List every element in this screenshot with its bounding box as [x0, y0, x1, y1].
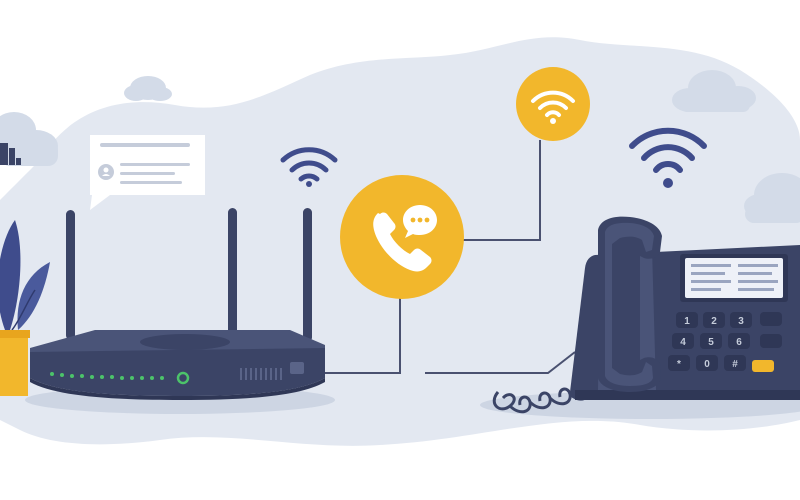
wifi-icon [516, 67, 590, 141]
function-key[interactable] [760, 334, 782, 348]
svg-text:4: 4 [680, 337, 686, 348]
key-2[interactable]: 2 [703, 312, 725, 328]
svg-text:*: * [677, 359, 681, 370]
key-1[interactable]: 1 [676, 312, 698, 328]
router [30, 208, 325, 400]
key-hash[interactable]: # [724, 355, 746, 371]
wifi-icon [280, 147, 338, 187]
svg-text:6: 6 [736, 337, 742, 348]
svg-text:5: 5 [708, 337, 714, 348]
key-5[interactable]: 5 [700, 333, 722, 349]
plant-pot [0, 330, 28, 396]
phone-handset[interactable] [598, 216, 662, 392]
function-key[interactable] [760, 312, 782, 326]
phone-display [680, 254, 788, 302]
router-status-leds [50, 372, 164, 380]
desk-phone: 1 2 3 4 5 6 * [570, 216, 800, 400]
router-antenna [228, 208, 237, 336]
key-4[interactable]: 4 [672, 333, 694, 349]
router-antenna [303, 208, 312, 342]
plant-icon [0, 220, 50, 396]
svg-text:2: 2 [711, 316, 717, 327]
cloud-icon [0, 112, 58, 166]
message-bubble-icon [90, 135, 205, 210]
phone-keypad: 1 2 3 4 5 6 * [668, 312, 782, 372]
key-6[interactable]: 6 [728, 333, 750, 349]
cloud-icon [672, 70, 756, 112]
router-antenna [66, 210, 75, 340]
svg-text:1: 1 [684, 316, 690, 327]
svg-text:0: 0 [704, 359, 710, 370]
action-key[interactable] [752, 360, 774, 372]
key-0[interactable]: 0 [696, 355, 718, 371]
svg-text:#: # [732, 359, 738, 370]
wifi-icon [629, 127, 707, 188]
key-3[interactable]: 3 [730, 312, 752, 328]
phone-chat-icon [340, 175, 464, 299]
cloud-icon [124, 76, 172, 101]
key-star[interactable]: * [668, 355, 690, 371]
router-power-led [176, 371, 190, 385]
connection-lines [322, 140, 576, 374]
router-vents [240, 362, 304, 380]
cloud-icon [744, 173, 800, 223]
city-silhouette [0, 143, 21, 165]
svg-text:3: 3 [738, 316, 744, 327]
